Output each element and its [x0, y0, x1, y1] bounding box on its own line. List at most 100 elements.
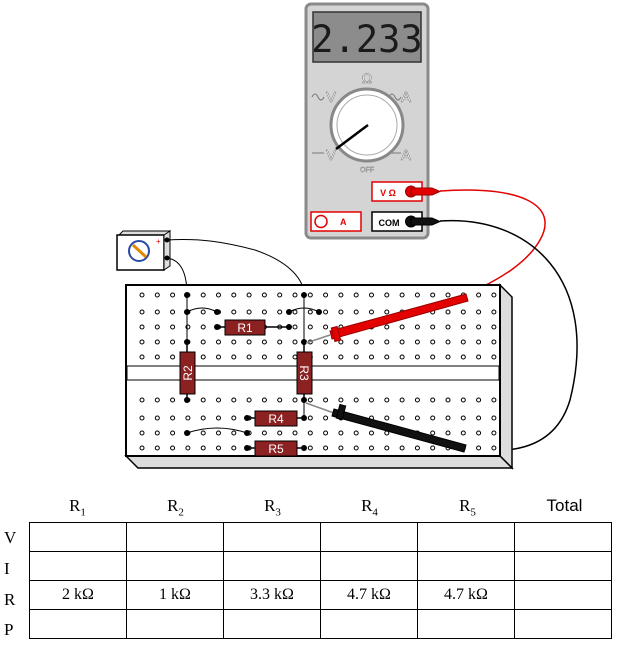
table-cell-r5[interactable]: 4.7 kΩ: [417, 580, 515, 610]
breadboard-hole: [170, 397, 176, 403]
table-cell[interactable]: [417, 522, 515, 552]
breadboard-hole: [369, 339, 374, 345]
svg-text:R5: R5: [268, 442, 284, 456]
breadboard-hole: [353, 309, 359, 315]
breadboard-hole: [430, 339, 436, 345]
table-cell[interactable]: [514, 551, 612, 581]
breadboard-hole: [369, 430, 374, 436]
table-cell-r2[interactable]: 1 kΩ: [126, 580, 224, 610]
breadboard-hole: [460, 354, 466, 360]
breadboard-hole: [139, 445, 145, 451]
table-cell[interactable]: [126, 522, 224, 552]
breadboard-hole: [246, 339, 252, 345]
breadboard-hole: [185, 445, 191, 451]
breadboard-hole: [200, 397, 206, 403]
red-probe-wire: [439, 189, 546, 296]
breadboard-hole: [430, 292, 436, 298]
dial-dc-volt-label: V: [326, 147, 336, 164]
breadboard-hole: [414, 445, 420, 451]
table-cell[interactable]: [417, 551, 515, 581]
breadboard-hole: [170, 292, 176, 298]
table-cell[interactable]: [514, 609, 612, 639]
breadboard-hole: [384, 339, 390, 345]
breadboard-hole: [139, 430, 145, 436]
breadboard-hole: [200, 339, 206, 345]
svg-text:R4: R4: [268, 412, 284, 426]
breadboard-hole: [491, 339, 497, 345]
breadboard-hole: [384, 397, 390, 403]
table-cell[interactable]: [223, 522, 321, 552]
breadboard-hole: [307, 415, 313, 421]
breadboard-hole: [491, 309, 497, 315]
table-cell[interactable]: [320, 551, 418, 581]
breadboard-hole: [231, 430, 237, 436]
table-cell[interactable]: [29, 609, 127, 639]
breadboard-hole: [170, 354, 176, 360]
breadboard-hole: [476, 430, 482, 436]
breadboard-hole: [323, 324, 329, 330]
table-cell[interactable]: [29, 551, 127, 581]
breadboard-hole: [476, 354, 482, 360]
measurement-table-area: R1 R2 R3 R4 R5 Total V I R P 2 kΩ 1 kΩ 3…: [0, 488, 620, 650]
breadboard-hole: [277, 292, 283, 298]
jack-v-ohm-label: V Ω: [380, 188, 396, 198]
breadboard-hole: [353, 430, 359, 436]
table-row-v: [29, 522, 612, 552]
breadboard-hole: [414, 397, 420, 403]
breadboard-hole: [323, 445, 329, 451]
table-cell[interactable]: [223, 551, 321, 581]
svg-text:R3: R3: [297, 365, 311, 381]
breadboard-hole: [216, 354, 221, 360]
table-cell[interactable]: [417, 609, 515, 639]
jack-amp[interactable]: [310, 211, 362, 232]
col-head-total: Total: [546, 496, 583, 515]
breadboard-hole: [170, 445, 176, 451]
table-cell[interactable]: [514, 522, 612, 552]
table-cell-r3[interactable]: 3.3 kΩ: [223, 580, 321, 610]
breadboard-hole: [292, 324, 298, 330]
table-cell[interactable]: [320, 522, 418, 552]
breadboard-hole: [231, 415, 237, 421]
breadboard-hole: [445, 309, 451, 315]
breadboard-hole: [154, 445, 160, 451]
breadboard-hole: [246, 354, 252, 360]
table-cell[interactable]: [126, 551, 224, 581]
meter-display: [312, 11, 422, 63]
breadboard-hole: [399, 397, 405, 403]
breadboard-hole: [384, 292, 390, 298]
breadboard-hole: [246, 309, 252, 315]
breadboard-hole: [460, 309, 466, 315]
breadboard-hole: [414, 339, 420, 345]
col-head-r3: R3: [264, 496, 281, 519]
breadboard-hole: [154, 354, 160, 360]
dial-dc-amp-label: A: [401, 147, 411, 164]
breadboard-hole: [307, 445, 313, 451]
breadboard-hole: [323, 339, 329, 345]
breadboard-hole: [399, 324, 405, 330]
breadboard-hole: [384, 415, 390, 421]
table-cell[interactable]: [320, 609, 418, 639]
breadboard-hole: [154, 324, 160, 330]
table-cell-rtotal[interactable]: [514, 580, 612, 610]
breadboard-hole: [139, 324, 145, 330]
breadboard-hole: [231, 445, 237, 451]
meter-reading: 2.233: [311, 18, 422, 61]
table-cell[interactable]: [126, 609, 224, 639]
black-probe-wire: [439, 219, 578, 452]
breadboard-hole: [338, 397, 344, 403]
table-cell-r4[interactable]: 4.7 kΩ: [320, 580, 418, 610]
breadboard-hole: [323, 354, 329, 360]
col-head-r2: R2: [167, 496, 184, 519]
breadboard-hole: [200, 430, 206, 436]
table-cell-r1[interactable]: 2 kΩ: [29, 580, 127, 610]
breadboard-hole: [307, 292, 313, 298]
breadboard-hole: [491, 397, 497, 403]
breadboard-hole: [476, 415, 482, 421]
breadboard-hole: [338, 292, 344, 298]
table-cell[interactable]: [223, 609, 321, 639]
breadboard-hole: [430, 354, 436, 360]
table-cell[interactable]: [29, 522, 127, 552]
breadboard-hole: [338, 430, 344, 436]
col-head-r4: R4: [361, 496, 378, 519]
breadboard-hole: [323, 415, 329, 421]
